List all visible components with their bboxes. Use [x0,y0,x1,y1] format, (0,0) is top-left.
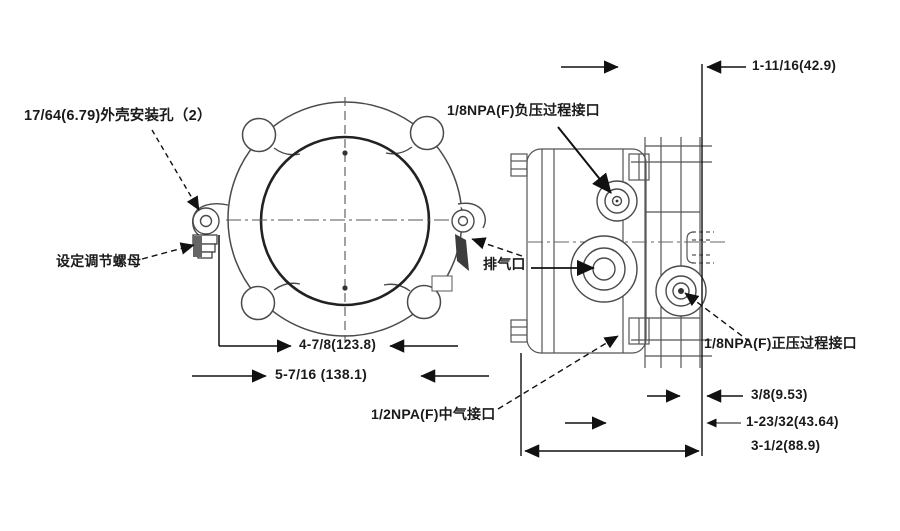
exhaust-port-label: 排气口 [483,256,526,272]
front-view-dimensions [192,235,489,383]
side-view-drawing [510,137,726,368]
left-mounting-ear [191,202,229,240]
negative-pressure-port [596,180,638,222]
vent-slot [455,234,469,271]
mounting-hole-label: 17/64(6.79)外壳安装孔（2） [24,108,212,124]
front-view-drawing [191,97,486,343]
side-right-bolts [628,153,650,345]
adjust-nut-label: 设定调节螺母 [56,253,142,269]
bolt-clip-curls [273,146,413,292]
centerlines [226,97,467,343]
supply-port-label: 1/2NPA(F)中气接口 [371,406,496,422]
positive-port-label: 1/8NPA(F)正压过程接口 [704,335,857,351]
mid-depth-dimension: 1-23/32(43.64) [746,414,839,429]
front-view-leaders [141,129,200,260]
side-view-leaders [471,126,751,410]
positive-pressure-port [655,265,707,317]
adjust-nut [192,234,218,259]
top-depth-dimension: 1-11/16(42.9) [752,58,837,73]
rear-flange [631,137,712,368]
centerline-dot-bottom [342,285,348,291]
right-ear [451,202,486,233]
negative-port-label: 1/8NPA(F)负压过程接口 [447,102,600,118]
flange-thickness-dimension: 3/8(9.53) [751,387,808,402]
overall-depth-dimension: 3-1/2(88.9) [751,438,821,453]
centerline-dot-top [342,150,348,156]
supply-thread-hidden-lines [686,231,714,264]
case-tab [431,275,453,292]
side-view-dimensions [520,60,746,458]
bolt-span-dimension: 4-7/8(123.8) [299,337,377,352]
cover-bolt-circles [240,115,445,321]
exhaust-port [570,235,638,303]
side-left-bolts [510,153,528,343]
overall-width-dimension: 5-7/16 (138.1) [275,366,368,382]
